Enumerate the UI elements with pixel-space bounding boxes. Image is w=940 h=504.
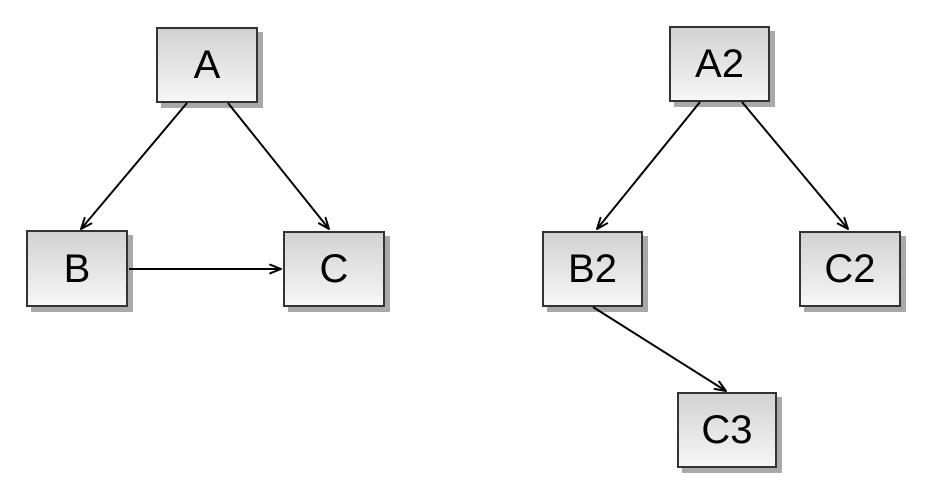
node-b: B [26,230,128,307]
edge-b2-c3 [592,306,727,392]
edge-a2-c2 [741,101,849,230]
node-c3: C3 [677,392,777,468]
node-c: C [283,231,385,307]
edge-a2-b2 [596,101,701,230]
edge-a-b [80,102,188,230]
node-a: A [156,27,258,103]
edge-a-c [227,102,330,230]
node-b2: B2 [542,231,643,307]
node-c2: C2 [799,231,901,307]
edge-group [80,101,849,392]
node-a2: A2 [669,26,770,102]
